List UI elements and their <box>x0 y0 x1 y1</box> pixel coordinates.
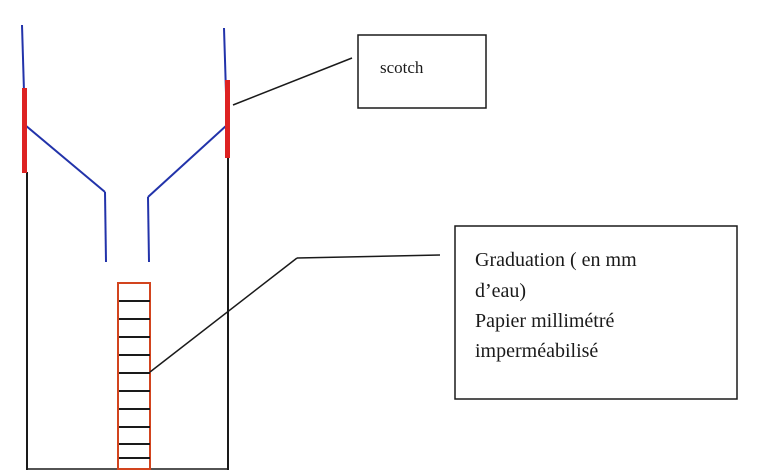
funnel-left-slope <box>24 124 106 193</box>
graduation-frame <box>117 282 151 470</box>
tape-right <box>225 80 230 158</box>
funnel <box>21 24 228 263</box>
funnel-right-slope <box>147 124 228 198</box>
graduation-leader-line-tail <box>296 254 441 259</box>
graduation-label-line4: imperméabilisé <box>475 340 598 362</box>
graduation-scale <box>117 282 151 470</box>
funnel-left-spout <box>104 191 107 263</box>
scotch-tape <box>22 80 230 173</box>
graduation-label-box <box>454 225 738 400</box>
container <box>26 155 229 470</box>
graduation-leader-line <box>149 257 298 373</box>
graduation-ticks <box>119 300 150 459</box>
graduation-label-line2: d’eau) <box>475 280 526 302</box>
graduation-label-line1: Graduation ( en mm <box>475 249 637 271</box>
graduation-callout: Graduation ( en mm d’eau) Papier millimé… <box>149 225 738 400</box>
scotch-leader-line <box>232 57 353 106</box>
scotch-callout: scotch <box>232 34 487 109</box>
funnel-right-spout <box>147 196 150 263</box>
graduation-label-line3: Papier millimétré <box>475 310 615 332</box>
tape-left <box>22 88 27 173</box>
scotch-label: scotch <box>380 58 424 77</box>
scotch-label-box <box>357 34 487 109</box>
